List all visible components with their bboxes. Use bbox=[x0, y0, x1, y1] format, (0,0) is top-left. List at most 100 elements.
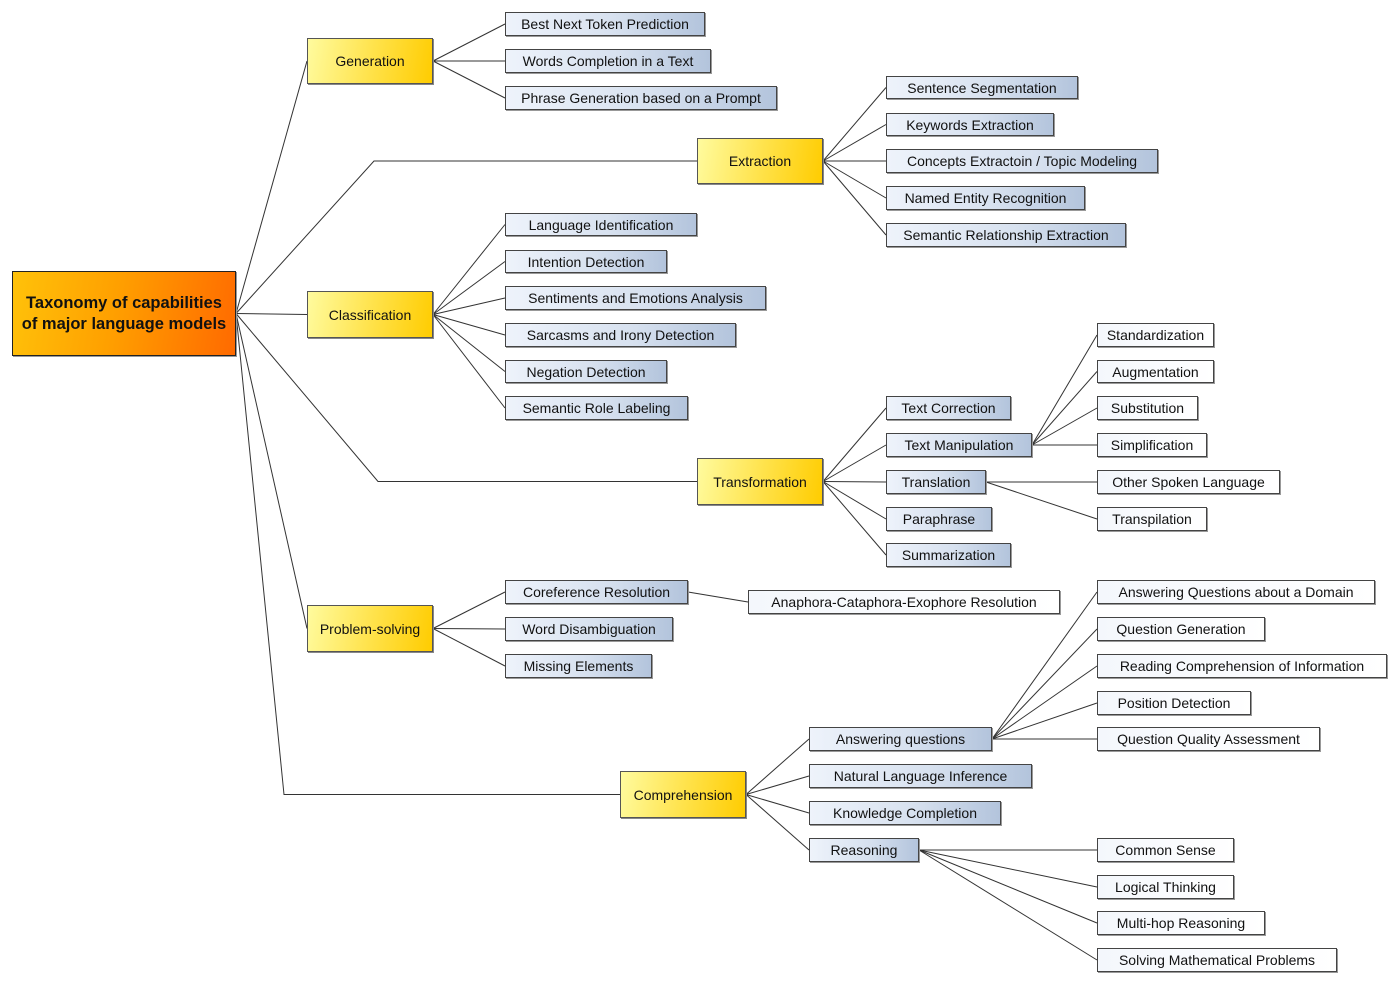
connector-line bbox=[432, 314, 506, 336]
capability-node-common-sense[interactable]: Common Sense bbox=[1097, 838, 1234, 862]
node-label: Substitution bbox=[1110, 400, 1185, 416]
capability-node-augmentation[interactable]: Augmentation bbox=[1097, 360, 1214, 383]
node-label: Generation bbox=[335, 53, 405, 69]
node-label: Language Identification bbox=[528, 216, 674, 233]
node-label: Simplification bbox=[1110, 437, 1194, 453]
capability-node-translation[interactable]: Translation bbox=[886, 470, 986, 494]
capability-node-logical-thinking[interactable]: Logical Thinking bbox=[1097, 875, 1234, 899]
capability-node-concepts-extractoin-topic-modeling[interactable]: Concepts Extractoin / Topic Modeling bbox=[886, 149, 1158, 173]
capability-node-language-identification[interactable]: Language Identification bbox=[505, 213, 697, 236]
capability-node-semantic-relationship-extraction[interactable]: Semantic Relationship Extraction bbox=[886, 223, 1126, 247]
capability-node-anaphora-cataphora-exophore-resolution[interactable]: Anaphora-Cataphora-Exophore Resolution bbox=[748, 590, 1060, 614]
capability-node-knowledge-completion[interactable]: Knowledge Completion bbox=[809, 801, 1001, 825]
capability-node-reading-comprehension-of-information[interactable]: Reading Comprehension of Information bbox=[1097, 654, 1387, 678]
connector-line bbox=[822, 160, 887, 236]
capability-node-paraphrase[interactable]: Paraphrase bbox=[886, 507, 992, 531]
node-label: Reasoning bbox=[830, 842, 898, 858]
connector-line bbox=[1031, 371, 1098, 446]
capability-node-named-entity-recognition[interactable]: Named Entity Recognition bbox=[886, 186, 1085, 210]
connector-line bbox=[822, 481, 887, 483]
root-topic-taxonomy-of-capabilities-of-major-language-models[interactable]: Taxonomy of capabilities of major langua… bbox=[12, 271, 236, 356]
capability-node-phrase-generation-based-on-a-prompt[interactable]: Phrase Generation based on a Prompt bbox=[505, 86, 777, 110]
connector-line bbox=[918, 849, 1098, 961]
connector-line bbox=[918, 849, 1098, 888]
node-label: Answering Questions about a Domain bbox=[1118, 584, 1354, 600]
connector-line bbox=[432, 297, 506, 315]
category-node-extraction[interactable]: Extraction bbox=[697, 138, 823, 184]
capability-node-multi-hop-reasoning[interactable]: Multi-hop Reasoning bbox=[1097, 911, 1265, 935]
capability-node-text-correction[interactable]: Text Correction bbox=[886, 396, 1011, 420]
capability-node-reasoning[interactable]: Reasoning bbox=[809, 838, 919, 862]
capability-node-sentence-segmentation[interactable]: Sentence Segmentation bbox=[886, 76, 1078, 99]
capability-node-substitution[interactable]: Substitution bbox=[1097, 396, 1198, 420]
connector-line bbox=[822, 481, 887, 520]
category-node-generation[interactable]: Generation bbox=[307, 38, 433, 84]
node-label: Named Entity Recognition bbox=[904, 190, 1067, 206]
category-node-problem-solving[interactable]: Problem-solving bbox=[307, 605, 433, 652]
capability-node-keywords-extraction[interactable]: Keywords Extraction bbox=[886, 113, 1054, 136]
node-label: Sentiments and Emotions Analysis bbox=[528, 290, 743, 306]
node-label: Intention Detection bbox=[527, 253, 645, 270]
node-label: Question Quality Assessment bbox=[1117, 731, 1300, 747]
connector-line bbox=[1031, 334, 1098, 446]
capability-node-semantic-role-labeling[interactable]: Semantic Role Labeling bbox=[505, 396, 688, 420]
capability-node-position-detection[interactable]: Position Detection bbox=[1097, 691, 1251, 715]
node-label: Anaphora-Cataphora-Exophore Resolution bbox=[771, 594, 1037, 610]
connector-line bbox=[745, 794, 810, 851]
capability-node-question-quality-assessment[interactable]: Question Quality Assessment bbox=[1097, 727, 1320, 751]
capability-node-best-next-token-prediction[interactable]: Best Next Token Prediction bbox=[505, 12, 705, 36]
capability-node-word-disambiguation[interactable]: Word Disambiguation bbox=[505, 617, 673, 641]
capability-node-answering-questions-about-a-domain[interactable]: Answering Questions about a Domain bbox=[1097, 580, 1375, 604]
connector-line bbox=[991, 591, 1098, 740]
node-label: Other Spoken Language bbox=[1112, 474, 1265, 490]
node-label: Keywords Extraction bbox=[906, 116, 1034, 133]
connector-line bbox=[918, 849, 1098, 924]
capability-node-answering-questions[interactable]: Answering questions bbox=[809, 727, 992, 751]
node-label: Negation Detection bbox=[526, 363, 646, 380]
capability-node-negation-detection[interactable]: Negation Detection bbox=[505, 360, 667, 383]
connector-line bbox=[985, 481, 1098, 520]
node-label: Multi-hop Reasoning bbox=[1116, 915, 1246, 931]
capability-node-question-generation[interactable]: Question Generation bbox=[1097, 617, 1265, 641]
node-label: Semantic Role Labeling bbox=[522, 400, 671, 416]
node-label: Extraction bbox=[728, 153, 792, 169]
connector-line bbox=[432, 591, 506, 629]
node-label: Knowledge Completion bbox=[833, 805, 977, 821]
capability-node-other-spoken-language[interactable]: Other Spoken Language bbox=[1097, 470, 1280, 494]
category-node-classification[interactable]: Classification bbox=[307, 291, 433, 338]
node-label: Sentence Segmentation bbox=[907, 79, 1057, 96]
connector-line bbox=[235, 313, 308, 315]
capability-node-standardization[interactable]: Standardization bbox=[1097, 323, 1214, 347]
category-node-comprehension[interactable]: Comprehension bbox=[620, 771, 746, 818]
capability-node-coreference-resolution[interactable]: Coreference Resolution bbox=[505, 580, 688, 604]
capability-node-natural-language-inference[interactable]: Natural Language Inference bbox=[809, 764, 1032, 788]
connector-line bbox=[822, 444, 887, 482]
node-label: Sarcasms and Irony Detection bbox=[526, 327, 715, 343]
connector-line bbox=[822, 87, 887, 162]
node-label: Natural Language Inference bbox=[833, 768, 1008, 784]
node-label: Classification bbox=[328, 306, 412, 323]
node-label: Solving Mathematical Problems bbox=[1118, 952, 1316, 968]
connector-line bbox=[991, 628, 1098, 740]
category-node-transformation[interactable]: Transformation bbox=[697, 458, 823, 505]
capability-node-words-completion-in-a-text[interactable]: Words Completion in a Text bbox=[505, 49, 711, 73]
capability-node-transpilation[interactable]: Transpilation bbox=[1097, 507, 1207, 531]
node-label: Answering questions bbox=[835, 731, 966, 747]
node-label: Position Detection bbox=[1117, 695, 1231, 711]
capability-node-missing-elements[interactable]: Missing Elements bbox=[505, 654, 652, 678]
node-label: Standardization bbox=[1106, 327, 1205, 343]
node-label: Augmentation bbox=[1112, 363, 1199, 380]
capability-node-intention-detection[interactable]: Intention Detection bbox=[505, 250, 667, 273]
capability-node-solving-mathematical-problems[interactable]: Solving Mathematical Problems bbox=[1097, 948, 1337, 972]
capability-node-text-manipulation[interactable]: Text Manipulation bbox=[886, 433, 1032, 457]
capability-node-summarization[interactable]: Summarization bbox=[886, 543, 1011, 567]
node-label: Summarization bbox=[901, 547, 996, 563]
connector-line bbox=[235, 160, 697, 314]
capability-node-sarcasms-and-irony-detection[interactable]: Sarcasms and Irony Detection bbox=[505, 323, 736, 347]
capability-node-simplification[interactable]: Simplification bbox=[1097, 433, 1207, 457]
connector-line bbox=[745, 738, 810, 795]
node-label: Text Manipulation bbox=[904, 437, 1014, 453]
capability-node-sentiments-and-emotions-analysis[interactable]: Sentiments and Emotions Analysis bbox=[505, 286, 766, 310]
